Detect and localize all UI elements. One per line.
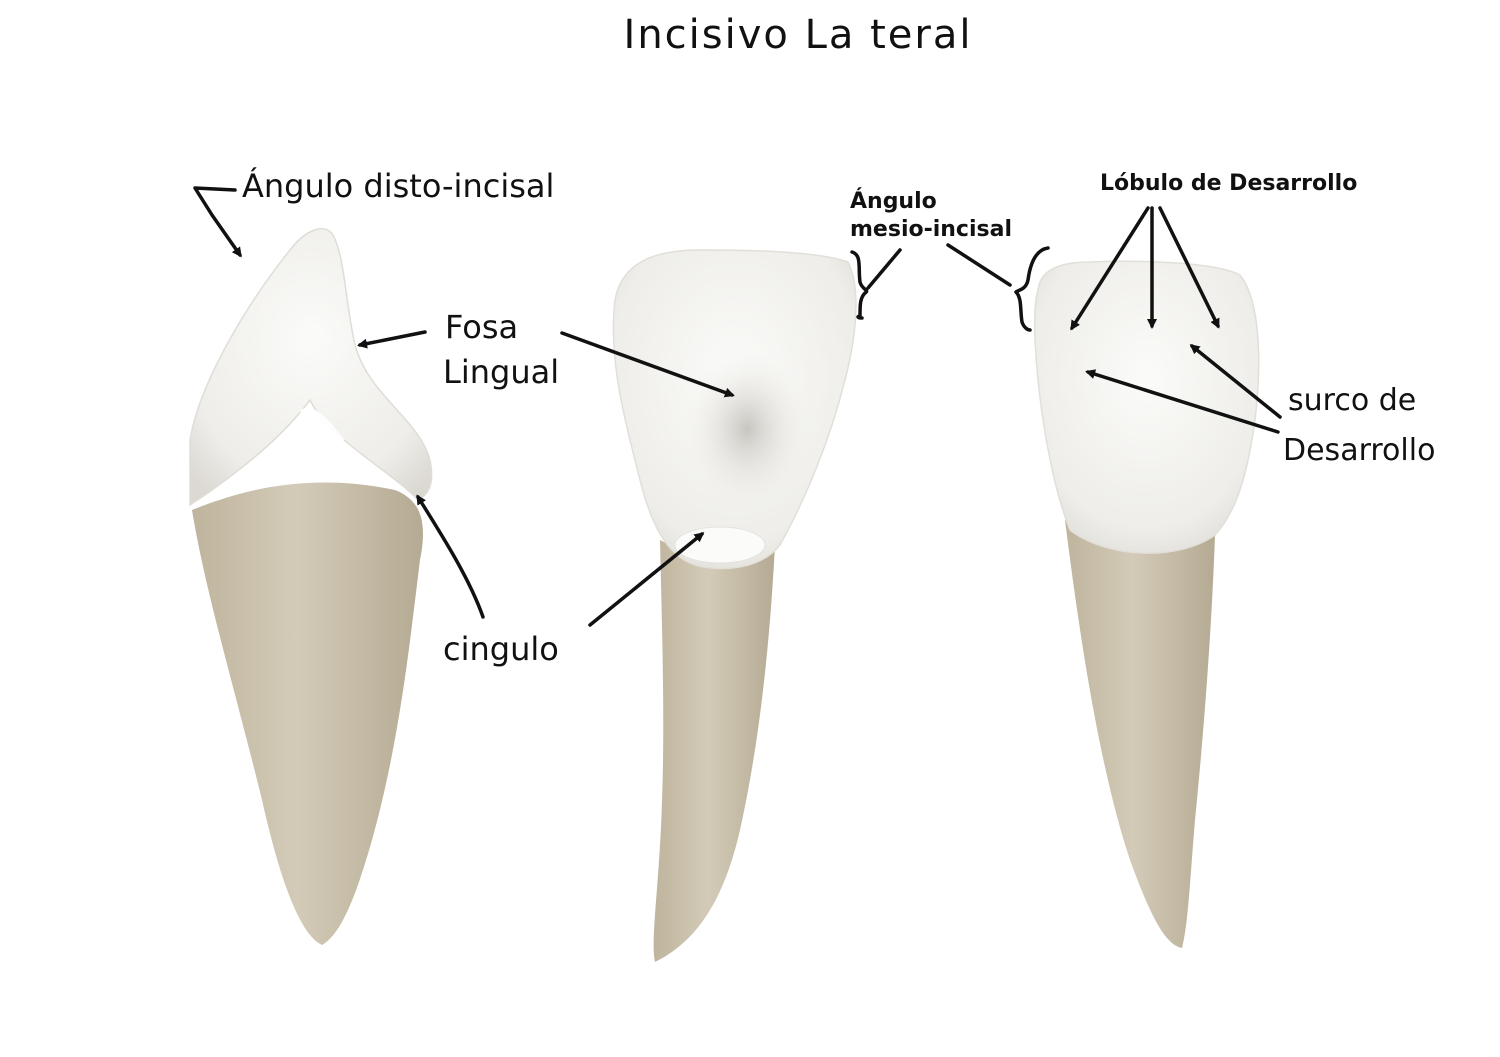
page-title: Incisivo La teral [624,12,973,58]
line-mesio-incisal-left [866,248,902,290]
arrow-angulo-disto-incisal [193,186,242,258]
lingual-root [653,540,775,962]
labial-crown [1033,260,1260,554]
label-lobulo-de-desarrollo: Lóbulo de Desarrollo [1100,171,1357,196]
proximal-cingulum-highlight [300,407,345,440]
arrow-fosa-lingual-right [560,331,735,398]
labial-root [1065,520,1215,948]
proximal-view-tooth [189,228,433,945]
proximal-crown [189,228,433,507]
brace-mesio-incisal-right [1014,246,1050,332]
brace-mesio-incisal-left [850,250,869,320]
arrow-lobulo-3 [1158,206,1220,329]
arrow-cingulo-right [588,532,705,627]
label-surco-de-desarrollo-line2: Desarrollo [1283,433,1435,468]
arrow-cingulo-left [416,494,485,619]
label-surco-de-desarrollo-line1: surco de [1288,383,1416,418]
labial-view-tooth [1033,260,1260,948]
label-angulo-mesio-incisal-line1: Ángulo [850,188,937,214]
line-mesio-incisal-right [946,243,1012,287]
proximal-root [192,482,423,945]
lingual-fossa [670,330,810,510]
lingual-view-tooth [612,249,857,962]
label-fosa-lingual-line1: Fosa [445,308,518,346]
arrow-surco-1 [1189,344,1282,419]
arrow-surco-2 [1085,369,1280,434]
label-angulo-mesio-incisal-line2: mesio-incisal [850,217,1012,242]
label-fosa-lingual-line2: Lingual [443,353,559,391]
label-cingulo: cingulo [443,630,559,668]
arrow-fosa-lingual-left [357,330,427,349]
label-angulo-disto-incisal: Ángulo disto-incisal [242,167,554,205]
arrow-lobulo-1 [1070,206,1150,331]
